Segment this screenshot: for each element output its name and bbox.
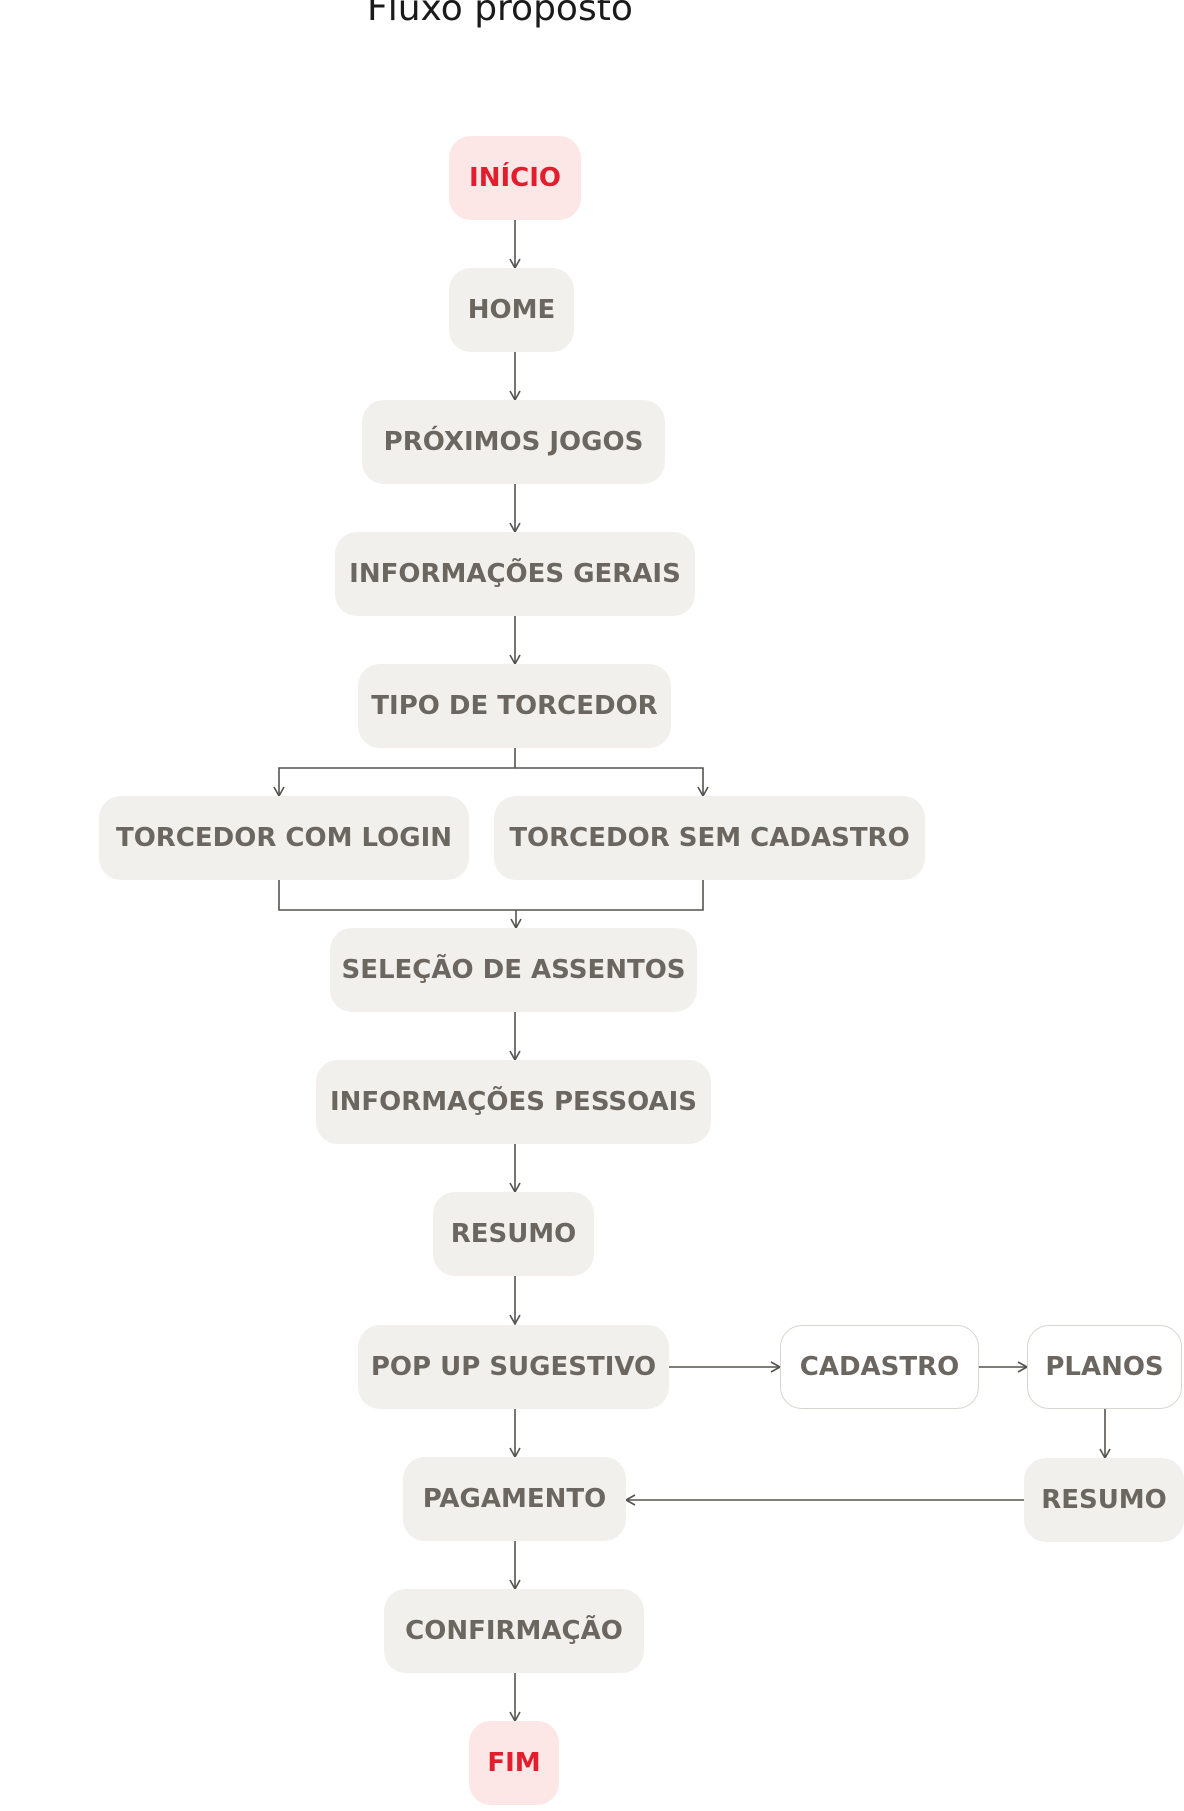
node-informacoes-gerais: INFORMAÇÕES GERAIS xyxy=(335,532,695,616)
edge-merge xyxy=(278,880,704,911)
node-proximos-jogos: PRÓXIMOS JOGOS xyxy=(362,400,665,484)
node-torcedor-sem-cadastro: TORCEDOR SEM CADASTRO xyxy=(494,796,925,880)
diagram-title: Fluxo proposto xyxy=(367,0,633,29)
node-selecao-de-assentos: SELEÇÃO DE ASSENTOS xyxy=(330,928,697,1012)
node-torcedor-com-login: TORCEDOR COM LOGIN xyxy=(99,796,469,880)
node-pop-up-sugestivo: POP UP SUGESTIVO xyxy=(358,1325,669,1409)
node-inicio: INÍCIO xyxy=(449,136,581,220)
node-cadastro: CADASTRO xyxy=(780,1325,979,1409)
node-tipo-de-torcedor: TIPO DE TORCEDOR xyxy=(358,664,671,748)
node-informacoes-pessoais: INFORMAÇÕES PESSOAIS xyxy=(316,1060,711,1144)
node-fim: FIM xyxy=(469,1721,559,1805)
edge-tipo-branch xyxy=(273,748,516,798)
node-home: HOME xyxy=(449,268,574,352)
node-pagamento: PAGAMENTO xyxy=(403,1457,626,1541)
node-confirmacao: CONFIRMAÇÃO xyxy=(384,1589,644,1673)
node-resumo: RESUMO xyxy=(433,1192,594,1276)
node-resumo-planos: RESUMO xyxy=(1024,1458,1184,1542)
edge-tipo-branch-right xyxy=(515,767,709,798)
node-planos: PLANOS xyxy=(1027,1325,1182,1409)
